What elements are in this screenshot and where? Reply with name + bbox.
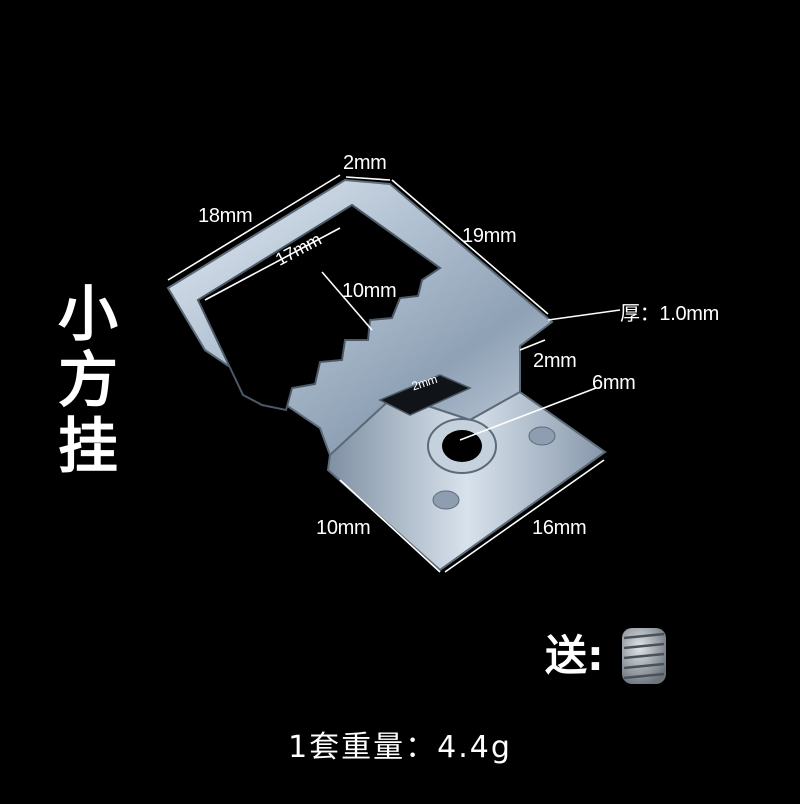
dim-step: 2mm: [533, 350, 577, 372]
slot: [378, 374, 472, 416]
dim-right-edge: 19mm: [462, 225, 517, 247]
dimple-right: [528, 426, 556, 446]
dim-top-width: 2mm: [343, 152, 387, 174]
weight-text: 1套重量：4.4g: [288, 730, 512, 765]
dim-thickness: 厚：1.0mm: [620, 303, 720, 325]
dimple-left: [432, 490, 460, 510]
title-char: 小: [58, 280, 118, 350]
dim-inner-height: 10mm: [342, 280, 397, 302]
product-title: 小 方 挂: [58, 282, 138, 480]
dim-left-edge: 18mm: [198, 205, 253, 227]
dim-bottom-left: 10mm: [316, 517, 371, 539]
gift-label: 送:: [545, 631, 604, 680]
title-char: 方: [58, 346, 118, 416]
dimension-lines: [167, 174, 621, 573]
dim-hole: 6mm: [592, 372, 636, 394]
frame-window: [196, 203, 442, 412]
dim-bottom-right: 16mm: [532, 517, 587, 539]
screw-icon: [622, 628, 666, 684]
center-hole-inner: [442, 430, 482, 462]
title-char: 挂: [58, 412, 118, 482]
